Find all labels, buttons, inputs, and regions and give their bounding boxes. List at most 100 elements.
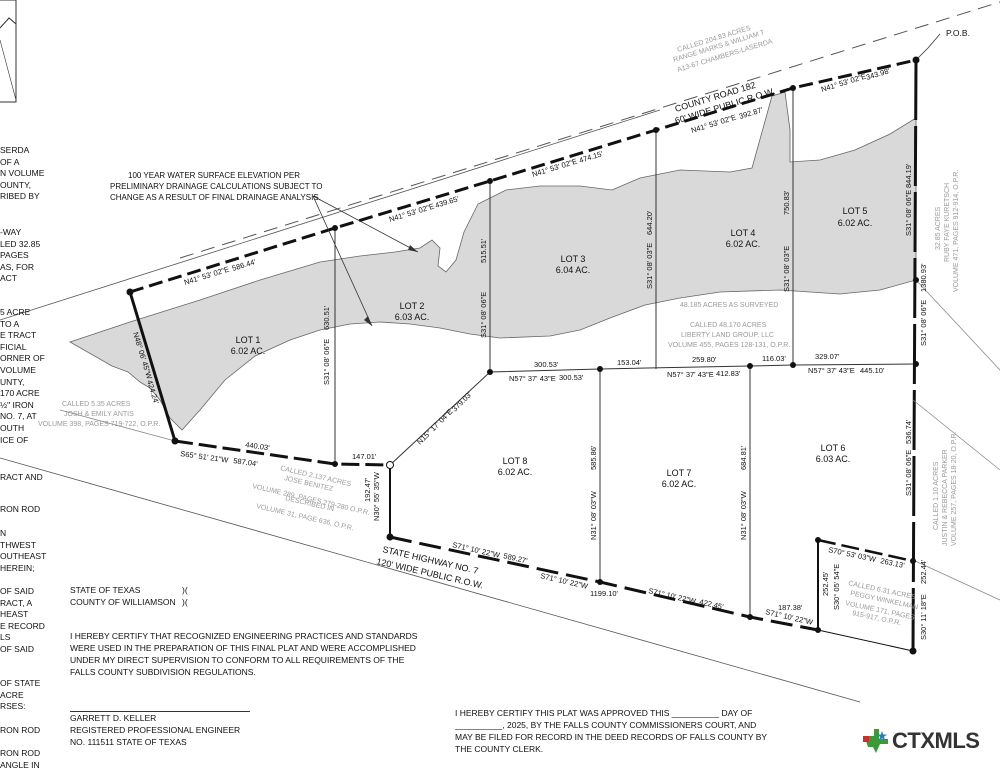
left-fragment-line: HEREIN; <box>0 562 35 573</box>
s1: S65° 51' 21"W <box>180 449 230 465</box>
lot1-name: LOT 1 <box>236 335 261 345</box>
n30: N30° 55' 35"W <box>372 471 381 521</box>
m1a: 300.53' <box>534 360 559 369</box>
h3d: 422.45' <box>699 597 725 611</box>
left-fragment-line: RACT, A <box>0 597 33 608</box>
adj-line-2 <box>912 399 1001 471</box>
grey-label-1: CALLED 204.83 ACRES RANGE MARKS & WILLIA… <box>673 25 774 74</box>
l3: S31° 08' 03"E <box>645 243 654 289</box>
left-fragment-line: OF SAID <box>0 643 35 654</box>
left-fragment-line: -WAY <box>0 227 22 237</box>
b2: N41° 53' 02"E <box>388 202 435 224</box>
grey-label-2: 32.85 ACRES RUBY FAYE KURETSCH VOLUME 47… <box>935 170 960 292</box>
s1b: 147.01' <box>352 452 377 461</box>
l4: S31° 08' 03"E <box>782 246 791 292</box>
corner-markers <box>126 56 920 655</box>
left-fragment-line: PAGES <box>0 250 29 261</box>
lot7-acres: 6.02 AC. <box>662 479 697 489</box>
open-marker <box>386 461 394 469</box>
d1d: 585.86' <box>589 445 598 470</box>
logo-text: CTXMLS <box>892 728 980 753</box>
sig-name: GARRETT D. KELLER <box>70 713 157 723</box>
grey-label-3: 48.185 ACRES AS SURVEYED <box>680 302 778 309</box>
left-fragment-line: OF SAID <box>0 586 35 596</box>
svg-text:VOLUME 257, PAGES 18-20, O.P.R: VOLUME 257, PAGES 18-20, O.P.R. <box>951 431 958 546</box>
adj-line-4 <box>59 409 176 442</box>
left-fragment-line: LS <box>0 632 11 643</box>
d2: N31° 08' 03"W <box>739 490 748 540</box>
left-fragment-line: LED 32.85 <box>0 238 41 249</box>
d2d: 684.81' <box>739 445 748 470</box>
left-fragment-line: OUTHEAST <box>0 551 47 562</box>
m5b: 445.10' <box>860 366 885 375</box>
signature-line <box>70 711 250 712</box>
cr-row-line-lower <box>0 109 661 321</box>
lot4-acres: 6.02 AC. <box>726 239 761 249</box>
sig-title: REGISTERED PROFESSIONAL ENGINEER <box>70 725 241 735</box>
left-fragment-line: RSES: <box>0 701 26 712</box>
cert-body-2: WERE USED IN THE PREPARATION OF THIS FIN… <box>70 643 416 653</box>
note-leader-2 <box>312 195 419 253</box>
l3d: 644.20' <box>645 210 654 235</box>
pob-leader <box>915 33 941 61</box>
h4d: 187.38' <box>778 603 803 612</box>
approval-1: I HEREBY CERTIFY THIS PLAT WAS APPROVED … <box>455 708 753 718</box>
m5: N57° 37' 43"E <box>808 366 855 375</box>
e2: S30° 05' 54"E <box>832 564 841 610</box>
d1: N31° 08' 03"W <box>589 490 598 540</box>
left-fragment-line: ORNER OF <box>0 353 45 364</box>
winkelman-north <box>817 538 914 563</box>
sh-row-line <box>0 457 861 703</box>
s1d: 587.04' <box>233 456 259 468</box>
svg-text:JUSTIN & REBECCA PARKER: JUSTIN & REBECCA PARKER <box>942 449 949 546</box>
lot5-acres: 6.02 AC. <box>838 218 873 228</box>
left-fragment-line: 5 ACRE <box>0 307 31 317</box>
boundary-west <box>128 291 177 442</box>
svg-text:RUBY FAYE KURETSCH: RUBY FAYE KURETSCH <box>944 183 951 262</box>
lot-line-n15 <box>389 371 491 466</box>
grey-label-5: CALLED 5.35 ACRES JOSH & EMILY ANTIS VOL… <box>38 401 160 428</box>
left-fragment-line: UNTY, <box>0 376 25 387</box>
flood-area <box>69 91 917 431</box>
lot2-name: LOT 2 <box>400 301 425 311</box>
lot8-name: LOT 8 <box>503 456 528 466</box>
m3: N57° 37' 43"E <box>667 370 714 379</box>
left-fragment-line: OF STATE <box>0 678 41 688</box>
cert-body-4: FALLS COUNTY SUBDIVISION REGULATIONS. <box>70 667 256 677</box>
svg-text:VOLUME 398, PAGES 719-722, O.P: VOLUME 398, PAGES 719-722, O.P.R. <box>38 421 160 428</box>
svg-text:VOLUME 471, PAGES 912-914, O.P: VOLUME 471, PAGES 912-914, O.P.R. <box>953 170 960 292</box>
left-fragment-line: OUNTY, <box>0 179 32 190</box>
left-fragment-line: FICIAL <box>0 341 27 352</box>
m1: N57° 37' 43"E <box>509 374 556 383</box>
l5d: 844.19' <box>904 163 913 188</box>
n15: N15° 17' 04"E <box>415 407 454 446</box>
left-fragment-line: E TRACT <box>0 330 37 341</box>
left-fragment-line: ICE OF <box>0 434 29 445</box>
n15d: 379.03' <box>450 389 474 413</box>
corner-line <box>0 17 17 29</box>
m5a: 329.07' <box>815 352 840 361</box>
note-leader-1 <box>312 195 373 327</box>
pob-label: P.O.B. <box>946 28 970 38</box>
left-fragment-line: RIBED BY <box>0 191 40 202</box>
left-fragment-line: RON ROD <box>0 748 41 758</box>
left-fragment-line: N <box>0 528 7 538</box>
cr-row-line-upper <box>179 1 1001 259</box>
m3b: 412.83' <box>716 369 741 378</box>
left-fragment-line: N VOLUME <box>0 168 45 179</box>
adj-line-1 <box>915 279 1001 371</box>
lot6-acres: 6.03 AC. <box>816 454 851 464</box>
approval-4: THE COUNTY CLERK. <box>455 744 544 754</box>
note-line-2: PRELIMINARY DRAINAGE CALCULATIONS SUBJEC… <box>110 182 323 191</box>
cert-state: STATE OF TEXAS <box>70 585 141 595</box>
lot7-name: LOT 7 <box>667 468 692 478</box>
svg-text:CALLED 1.10 ACRES: CALLED 1.10 ACRES <box>933 461 940 530</box>
boundary-north <box>129 58 917 294</box>
l4d: 750.83' <box>782 190 791 215</box>
